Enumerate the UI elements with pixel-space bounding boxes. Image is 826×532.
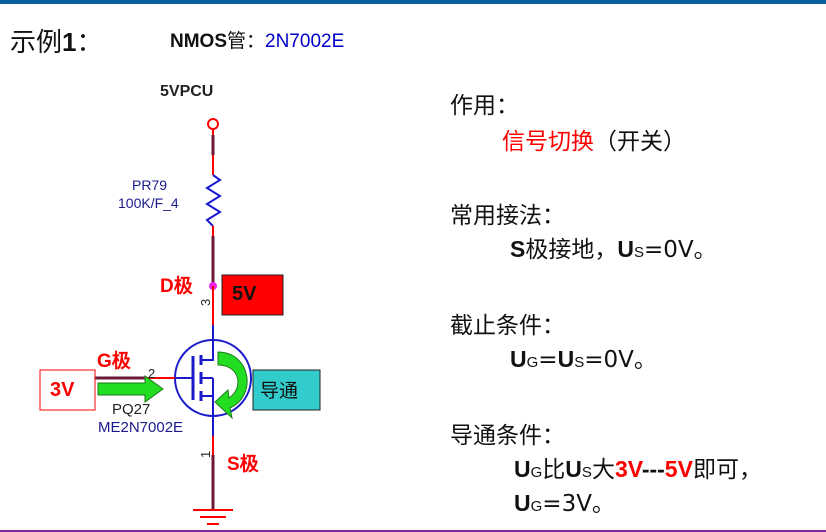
on-eq3: =3V。 bbox=[542, 491, 615, 517]
function-heading: 作用： bbox=[450, 93, 519, 119]
supply-label: 5VPCU bbox=[160, 83, 213, 100]
on-text3: 即可， bbox=[692, 457, 762, 483]
state-box bbox=[252, 369, 321, 411]
on-heading: 导通条件： bbox=[450, 423, 565, 449]
wiring-s: S bbox=[510, 236, 526, 262]
gate-arrow-icon bbox=[97, 375, 164, 403]
wiring-sub: S bbox=[633, 244, 644, 261]
function-text: 信号切换（开关） bbox=[502, 122, 686, 156]
cutoff-sub1: G bbox=[526, 354, 539, 371]
title-prefix: 示例 bbox=[10, 28, 63, 58]
device-heading: NMOS管：2N7002E bbox=[170, 26, 344, 53]
device-suffix: 管： bbox=[227, 30, 266, 52]
drain-pin: 3 bbox=[198, 299, 213, 306]
conduction-arrow-icon bbox=[214, 351, 248, 420]
resistor-ref: PR79 bbox=[132, 177, 167, 193]
on-dash: --- bbox=[641, 456, 665, 482]
source-pin: 1 bbox=[198, 451, 213, 458]
on-text-line1: UG比US大3V---5V即可， bbox=[514, 450, 762, 484]
mosfet-part: ME2N7002E bbox=[98, 419, 183, 436]
function-rest: （开关） bbox=[594, 129, 686, 155]
drain-voltage-box bbox=[221, 274, 284, 316]
cutoff-u2: U bbox=[557, 346, 575, 372]
on-v2: 5V bbox=[664, 456, 693, 482]
ground-icon bbox=[193, 509, 233, 525]
title-colon: ： bbox=[76, 28, 103, 58]
cutoff-heading: 截止条件： bbox=[450, 313, 565, 339]
device-type: NMOS bbox=[170, 31, 227, 52]
supply-terminal bbox=[207, 118, 219, 130]
on-u2: U bbox=[565, 456, 582, 482]
on-sub3: G bbox=[530, 498, 543, 515]
mosfet-ref: PQ27 bbox=[112, 401, 150, 418]
on-text2: 大 bbox=[591, 457, 615, 483]
drain-voltage: 5V bbox=[232, 283, 257, 305]
cutoff-sub2: S bbox=[574, 354, 585, 371]
on-u1: U bbox=[514, 456, 531, 482]
slide-title: 示例1： bbox=[10, 22, 103, 59]
device-part: 2N7002E bbox=[265, 31, 345, 52]
resistor bbox=[205, 174, 222, 227]
cutoff-u1: U bbox=[510, 346, 527, 372]
state-label: 导通 bbox=[260, 380, 298, 402]
wiring-text-1: 极接地， bbox=[525, 237, 618, 263]
on-text-line2: UG=3V。 bbox=[514, 484, 615, 518]
on-u3: U bbox=[514, 490, 531, 516]
on-text1: 比 bbox=[542, 457, 566, 483]
top-accent-bar bbox=[0, 0, 826, 4]
gate-pin: 2 bbox=[148, 366, 155, 381]
wiring-heading: 常用接法： bbox=[450, 203, 565, 229]
gate-voltage-box bbox=[39, 369, 96, 411]
bottom-accent-line bbox=[0, 530, 826, 532]
cutoff-eq2: =0V。 bbox=[584, 347, 657, 373]
title-number: 1 bbox=[62, 27, 77, 57]
on-v1: 3V bbox=[614, 456, 642, 482]
source-label: S极 bbox=[227, 452, 260, 475]
on-sub1: G bbox=[530, 464, 543, 481]
gate-label: G极 bbox=[97, 349, 132, 372]
wiring-text: S极接地，US=0V。 bbox=[510, 230, 717, 264]
wiring-u: U bbox=[617, 236, 634, 262]
on-sub2: S bbox=[581, 464, 592, 481]
wiring-eq: =0V。 bbox=[643, 237, 717, 263]
cutoff-text: UG=US=0V。 bbox=[510, 340, 657, 374]
resistor-value: 100K/F_4 bbox=[118, 195, 179, 211]
function-red: 信号切换 bbox=[502, 129, 594, 155]
nmos-circuit-diagram: 5VPCU PR79 100K/F_4 D极 5V 3 导通 G极 2 3V P… bbox=[39, 83, 321, 525]
drain-label: D极 bbox=[160, 274, 194, 297]
gate-voltage: 3V bbox=[50, 379, 75, 401]
cutoff-eq1: = bbox=[538, 347, 558, 373]
